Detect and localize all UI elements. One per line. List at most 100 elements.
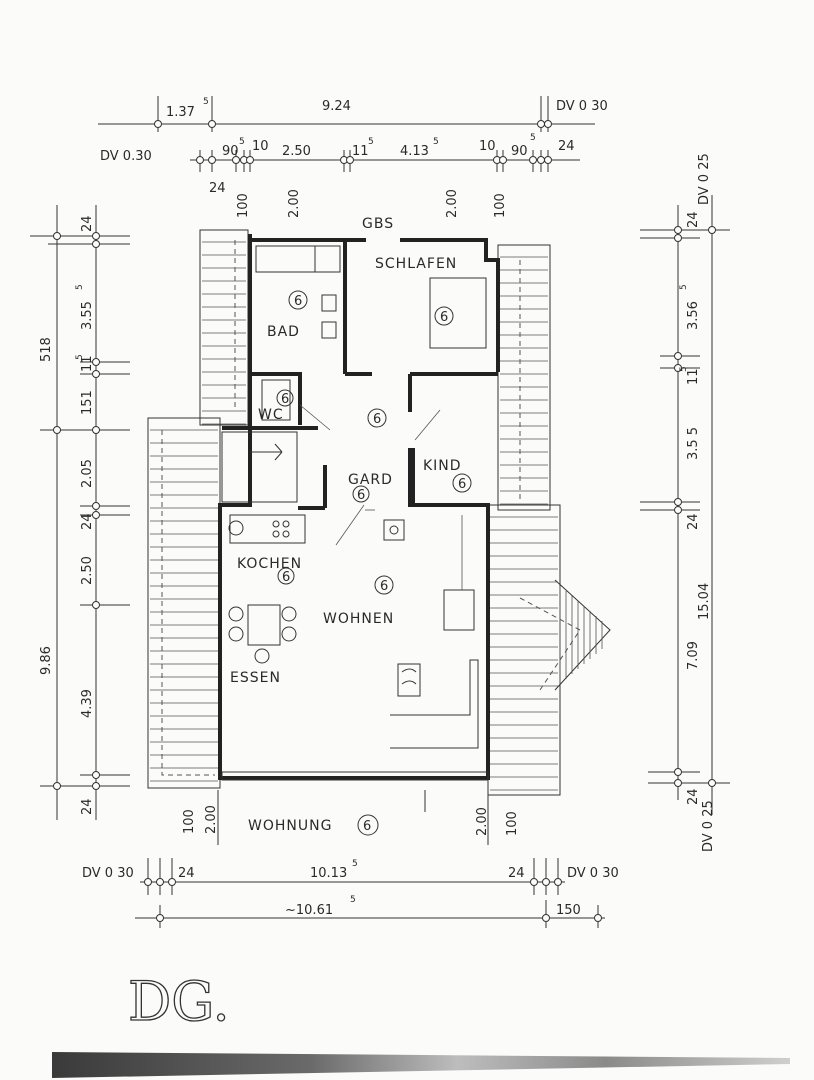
kitchen-counter: [229, 514, 306, 544]
marker-kochen: 6: [277, 567, 295, 585]
dim-right-709: 7.09: [686, 641, 701, 670]
dim-left-151: 151: [80, 390, 95, 415]
room-wc: WC: [258, 407, 284, 423]
dim-top-24-right: 24: [558, 139, 575, 154]
bottom-dimensions: 100 2.00 2.00 100 WOHNUNG 6 DV 0 30 24 1…: [82, 790, 619, 928]
dim-top-left-part: 1.37: [166, 105, 195, 120]
dim-right-356-sup: 5: [679, 284, 689, 290]
dim-left-11: 11: [80, 355, 95, 372]
svg-text:6: 6: [357, 488, 365, 503]
dining-table: [247, 604, 281, 646]
room-bad: BAD: [267, 324, 300, 340]
dim-left-24-top: 24: [80, 215, 95, 232]
dim-top-413: 4.13: [400, 144, 429, 159]
dim-top-v100-left: 100: [236, 193, 251, 218]
dim-left-986: 9.86: [39, 646, 54, 675]
dim-top-dv-right: DV 0 30: [556, 99, 608, 114]
room-kochen: KOCHEN: [237, 556, 302, 572]
dim-left-24-mid: 24: [80, 513, 95, 530]
dim-top-11: 11: [352, 144, 369, 159]
dim-bot-dv-right: DV 0 30: [567, 866, 619, 881]
dim-top-10-left: 10: [252, 139, 269, 154]
left-dimensions: 24 3.55 5 518 11 5 151 2.05 24 2.50 9.86…: [30, 205, 130, 820]
dim-top-413-sup: 5: [433, 137, 439, 147]
dim-right-356: 3.56: [686, 301, 701, 330]
sink-icon: [321, 294, 337, 312]
bathtub-icon: [255, 245, 341, 273]
marker-corridor: 6: [367, 408, 387, 428]
bed-icon: [429, 277, 487, 349]
dim-top-11-sup: 5: [368, 137, 374, 147]
dim-bot-dv-left: DV 0 30: [82, 866, 134, 881]
dim-right-dv-bot: DV 0 25: [701, 800, 716, 852]
svg-text:6: 6: [281, 392, 289, 407]
svg-text:6: 6: [458, 477, 466, 492]
dim-top-dv-left: DV 0.30: [100, 149, 152, 164]
room-gard: GARD: [348, 472, 393, 488]
room-kind: KIND: [423, 458, 462, 474]
marker-gard: 6: [352, 485, 370, 503]
dim-right-24-mid: 24: [686, 513, 701, 530]
room-schlafen: SCHLAFEN: [375, 256, 457, 272]
marker-wc: 6: [276, 389, 294, 407]
dim-right-355: 3.5 5: [686, 427, 701, 460]
dim-top-left-part-sup: 5: [203, 97, 209, 107]
dim-left-11-sup: 5: [75, 354, 85, 360]
room-wohnen: WOHNEN: [323, 611, 394, 627]
dim-top-v100-right: 100: [493, 193, 508, 218]
toilet-icon: [321, 321, 337, 339]
dim-right-dv-top: DV 0 25: [697, 153, 712, 205]
dim-bot-24-right: 24: [508, 866, 525, 881]
dim-left-439: 4.39: [80, 689, 95, 718]
top-dimensions: 1.37 5 9.24 DV 0 30 DV 0.30 90 5 10 2.50…: [98, 96, 608, 218]
dim-top-10-right: 10: [479, 139, 496, 154]
scan-shadow: [52, 1052, 790, 1078]
dim-right-24-top: 24: [686, 211, 701, 228]
dim-left-518: 518: [39, 337, 54, 362]
dim-right-11-sup: 5: [679, 366, 689, 372]
marker-schlafen: 6: [434, 306, 454, 326]
room-essen: ESSEN: [230, 670, 281, 686]
unit-label: WOHNUNG: [248, 818, 332, 834]
dim-top-90-left: 90: [222, 144, 239, 159]
room-markers: 6 6 6 6 6 6 6 6: [276, 290, 472, 595]
right-dimensions: DV 0 25 24 3.56 5 11 5 3.5 5 24 15.04 7.…: [640, 153, 730, 852]
unit-marker-circle: [357, 814, 379, 836]
room-gbs: GBS: [362, 216, 394, 232]
svg-text:6: 6: [282, 570, 290, 585]
marker-bad: 6: [288, 290, 308, 310]
dim-left-24-bot: 24: [80, 798, 95, 815]
dim-left-355-sup: 5: [75, 284, 85, 290]
svg-text:6: 6: [373, 412, 381, 427]
dim-bot-24-left: 24: [178, 866, 195, 881]
svg-text:6: 6: [440, 310, 448, 325]
floor-title: DG.: [128, 970, 230, 1033]
dim-right-1504: 15.04: [697, 583, 712, 620]
dim-left-250: 2.50: [80, 556, 95, 585]
wc-toilet-icon: [261, 379, 291, 421]
dim-right-11: 11: [686, 368, 701, 385]
roof-hatching: [147, 229, 611, 796]
dim-bot-overall-sup: 5: [352, 859, 358, 869]
stair-icon: [221, 431, 298, 503]
svg-text:6: 6: [380, 579, 388, 594]
unit-number: 6: [363, 819, 371, 834]
fireplace-icon: [397, 663, 421, 697]
dim-top-5-right: 5: [530, 133, 536, 143]
dim-bot-v200-right: 2.00: [475, 807, 490, 836]
dim-bot-v100-right: 100: [505, 811, 520, 836]
dim-top-24-left: 24: [209, 181, 226, 196]
dim-top-v200-right: 2.00: [445, 189, 460, 218]
dim-top-250: 2.50: [282, 144, 311, 159]
marker-kind: 6: [452, 473, 472, 493]
dim-bot-total-sup: 5: [350, 895, 356, 905]
fixtures: [221, 245, 487, 749]
dim-bot-v200-left: 2.00: [204, 805, 219, 834]
dim-top-5-left: 5: [239, 137, 245, 147]
dim-left-205: 2.05: [80, 459, 95, 488]
dim-bot-150: 150: [556, 903, 581, 918]
room-labels: GBS SCHLAFEN BAD WC GARD KIND KOCHEN WOH…: [230, 216, 462, 686]
walls: [218, 234, 500, 781]
dim-top-90-right: 90: [511, 144, 528, 159]
